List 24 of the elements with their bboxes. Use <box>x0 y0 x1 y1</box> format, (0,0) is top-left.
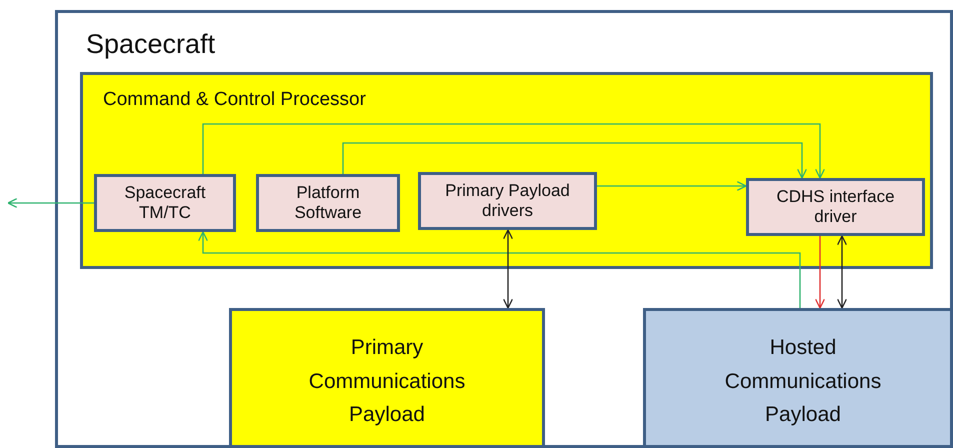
spacecraft-frame <box>55 10 953 448</box>
box-label: Primary Communications Payload <box>308 335 466 428</box>
box-label: Hosted Communications Payload <box>724 335 882 428</box>
payload-box <box>643 308 950 445</box>
connector-arrow <box>198 231 801 308</box>
payload-box <box>229 308 545 445</box>
connector-arrow <box>814 236 826 309</box>
connector-arrow <box>502 229 514 309</box>
connector-arrow <box>342 142 808 179</box>
box-label: CDHS interface driver <box>775 186 896 228</box>
group-title: Command & Control Processor <box>103 89 366 111</box>
connector-arrow <box>7 198 94 208</box>
module-box <box>746 178 925 236</box>
connector-arrow <box>597 180 747 192</box>
module-box <box>418 172 597 230</box>
module-box <box>94 174 236 232</box>
module-box <box>256 174 400 232</box>
connector-arrow <box>836 235 848 309</box>
group-title: Spacecraft <box>86 29 216 60</box>
box-label: Primary Payload drivers <box>444 180 571 222</box>
processor-panel <box>80 72 933 269</box>
connector-arrow <box>202 123 826 179</box>
box-label: Spacecraft TM/TC <box>123 182 207 224</box>
box-label: Platform Software <box>293 182 363 224</box>
